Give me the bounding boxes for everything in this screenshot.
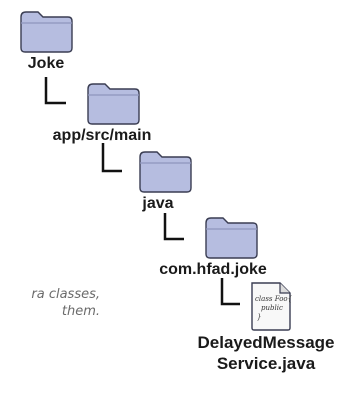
connector-joke-to-app xyxy=(44,77,66,105)
folder-icon xyxy=(20,11,73,53)
file-page-text-1: class Foo{ xyxy=(255,295,293,303)
folder-label-com-hfad-joke: com.hfad.joke xyxy=(159,261,267,278)
file-label: DelayedMessage Service.java xyxy=(197,332,334,374)
connector-app-to-java xyxy=(101,143,122,173)
folder-icon xyxy=(205,217,258,259)
folder-node-com-hfad-joke[interactable]: com.hfad.joke xyxy=(148,214,278,279)
file-page-text-2: public xyxy=(261,304,283,312)
connector-java-to-com xyxy=(163,213,184,241)
file-label-line2: Service.java xyxy=(216,354,316,373)
folder-node-joke[interactable]: Joke xyxy=(18,8,74,73)
folder-node-app-src-main[interactable]: app/src/main xyxy=(22,80,182,145)
folder-icon xyxy=(139,151,192,193)
file-page-text-3: } xyxy=(257,313,261,321)
annotation-line2: them. xyxy=(61,304,100,319)
annotation-note: ra classes, them. xyxy=(0,286,100,320)
folder-label-app-src-main: app/src/main xyxy=(52,127,152,144)
java-file-icon: class Foo{ public } xyxy=(251,282,293,331)
connector-com-to-file xyxy=(220,278,240,306)
folder-label-java: java xyxy=(142,195,174,212)
folder-label-joke: Joke xyxy=(27,55,65,72)
file-label-line1: DelayedMessage xyxy=(197,333,335,352)
annotation-line1: ra classes, xyxy=(31,287,100,302)
file-node-delayed-message-service[interactable]: class Foo{ public } DelayedMessage Servi… xyxy=(186,280,346,374)
folder-icon xyxy=(87,83,140,125)
folder-node-java[interactable]: java xyxy=(123,148,193,213)
